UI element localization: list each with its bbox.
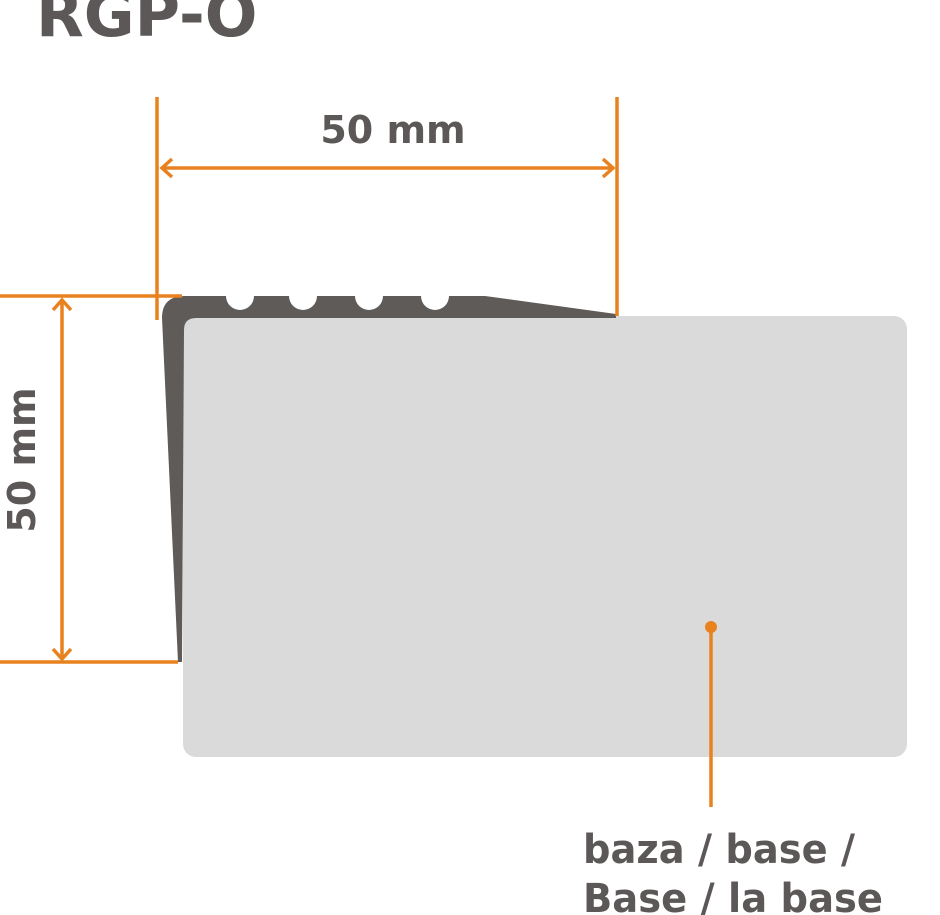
base-block	[183, 316, 907, 757]
width-label: 50 mm	[320, 108, 465, 152]
height-label: 50 mm	[0, 387, 44, 532]
arrow-left-icon	[159, 157, 174, 179]
callout-label-line1: baza / base /	[583, 827, 855, 873]
height-dimension	[0, 294, 182, 664]
arrow-up-icon	[51, 297, 73, 312]
width-dimension	[155, 97, 619, 320]
arrow-down-icon	[51, 647, 73, 662]
callout-label-line2: Base / la base	[583, 876, 883, 915]
diagram-title: RGP-O	[36, 0, 257, 51]
arrow-right-icon	[601, 157, 616, 179]
